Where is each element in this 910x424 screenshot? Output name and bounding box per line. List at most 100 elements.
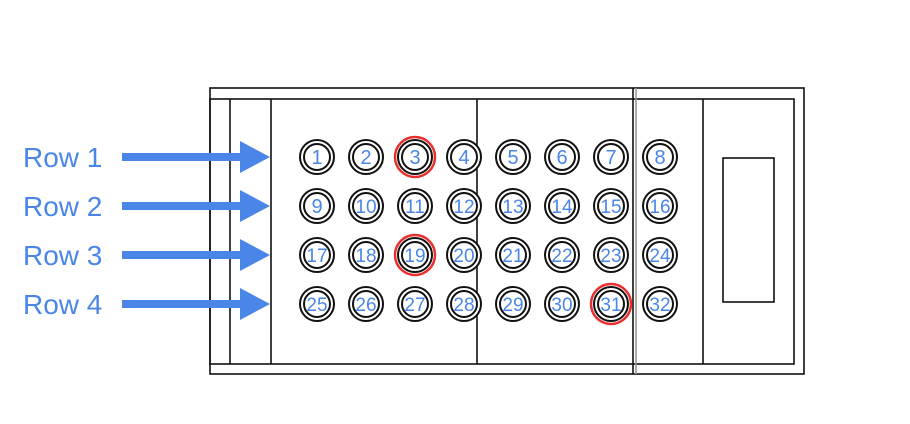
well-28[interactable]: 28 bbox=[446, 286, 482, 322]
well-5[interactable]: 5 bbox=[495, 139, 531, 175]
well-19[interactable]: 19 bbox=[393, 233, 437, 277]
well-number: 26 bbox=[355, 295, 376, 316]
well-7[interactable]: 7 bbox=[593, 139, 629, 175]
well-9[interactable]: 9 bbox=[299, 188, 335, 224]
well-inner-ring bbox=[499, 241, 527, 269]
outer-frame bbox=[209, 87, 805, 375]
arrow-right-icon bbox=[240, 141, 270, 173]
well-number: 29 bbox=[502, 295, 523, 316]
well-number: 30 bbox=[551, 295, 572, 316]
well-16[interactable]: 16 bbox=[642, 188, 678, 224]
well-23[interactable]: 23 bbox=[593, 237, 629, 273]
well-17[interactable]: 17 bbox=[299, 237, 335, 273]
well-number: 5 bbox=[507, 147, 518, 169]
well-number: 12 bbox=[453, 197, 474, 218]
well-6[interactable]: 6 bbox=[544, 139, 580, 175]
well-22[interactable]: 22 bbox=[544, 237, 580, 273]
well-20[interactable]: 20 bbox=[446, 237, 482, 273]
side-window bbox=[722, 157, 775, 303]
row-label: Row 2 bbox=[23, 191, 102, 222]
well-3[interactable]: 3 bbox=[393, 135, 437, 179]
well-number: 17 bbox=[306, 246, 327, 267]
well-inner-ring bbox=[499, 143, 527, 171]
well-14[interactable]: 14 bbox=[544, 188, 580, 224]
well-number: 14 bbox=[551, 197, 573, 218]
well-number: 21 bbox=[502, 246, 523, 267]
well-29[interactable]: 29 bbox=[495, 286, 531, 322]
well-number: 18 bbox=[355, 246, 376, 267]
arrow-shaft bbox=[122, 251, 242, 259]
well-number: 20 bbox=[453, 246, 474, 267]
well-2[interactable]: 2 bbox=[348, 139, 384, 175]
well-31[interactable]: 31 bbox=[589, 282, 633, 326]
well-inner-ring bbox=[597, 192, 625, 220]
well-13[interactable]: 13 bbox=[495, 188, 531, 224]
well-inner-ring bbox=[548, 241, 576, 269]
well-inner-ring bbox=[401, 290, 429, 318]
well-inner-ring bbox=[597, 241, 625, 269]
well-15[interactable]: 15 bbox=[593, 188, 629, 224]
well-inner-ring bbox=[303, 241, 331, 269]
well-number: 23 bbox=[600, 246, 621, 267]
well-30[interactable]: 30 bbox=[544, 286, 580, 322]
inner-frame bbox=[209, 98, 795, 365]
well-number: 11 bbox=[405, 197, 425, 218]
well-1[interactable]: 1 bbox=[299, 139, 335, 175]
well-inner-ring bbox=[450, 143, 478, 171]
well-number: 13 bbox=[502, 197, 523, 218]
well-4[interactable]: 4 bbox=[446, 139, 482, 175]
well-32[interactable]: 32 bbox=[642, 286, 678, 322]
well-inner-ring bbox=[352, 143, 380, 171]
well-18[interactable]: 18 bbox=[348, 237, 384, 273]
housing bbox=[209, 87, 805, 375]
well-inner-ring bbox=[303, 290, 331, 318]
well-inner-ring bbox=[450, 290, 478, 318]
well-number: 1 bbox=[311, 147, 322, 169]
well-inner-ring bbox=[401, 241, 429, 269]
row-1-indicator: Row 1 bbox=[23, 141, 270, 173]
well-number: 31 bbox=[600, 295, 621, 316]
well-number: 25 bbox=[306, 295, 327, 316]
row-2-indicator: Row 2 bbox=[23, 190, 270, 222]
well-inner-ring bbox=[352, 290, 380, 318]
highlight-ring bbox=[393, 135, 437, 179]
well-number: 32 bbox=[649, 295, 670, 316]
well-12[interactable]: 12 bbox=[446, 188, 482, 224]
well-8[interactable]: 8 bbox=[642, 139, 678, 175]
well-11[interactable]: 11 bbox=[397, 188, 433, 224]
well-inner-ring bbox=[450, 192, 478, 220]
well-10[interactable]: 10 bbox=[348, 188, 384, 224]
well-number: 27 bbox=[404, 295, 425, 316]
well-number: 10 bbox=[355, 197, 376, 218]
well-number: 2 bbox=[360, 147, 371, 169]
well-inner-ring bbox=[352, 192, 380, 220]
well-inner-ring bbox=[646, 143, 674, 171]
well-27[interactable]: 27 bbox=[397, 286, 433, 322]
row-label: Row 3 bbox=[23, 240, 102, 271]
highlight-ring bbox=[589, 282, 633, 326]
well-inner-ring bbox=[597, 143, 625, 171]
well-number: 7 bbox=[605, 147, 616, 169]
well-26[interactable]: 26 bbox=[348, 286, 384, 322]
well-21[interactable]: 21 bbox=[495, 237, 531, 273]
well-inner-ring bbox=[548, 192, 576, 220]
well-number: 8 bbox=[654, 147, 665, 169]
highlight-ring bbox=[393, 233, 437, 277]
well-number: 16 bbox=[649, 197, 670, 218]
row-4-indicator: Row 4 bbox=[23, 288, 270, 320]
arrow-right-icon bbox=[240, 190, 270, 222]
well-24[interactable]: 24 bbox=[642, 237, 678, 273]
well-inner-ring bbox=[499, 192, 527, 220]
well-inner-ring bbox=[646, 241, 674, 269]
well-inner-ring bbox=[303, 192, 331, 220]
well-25[interactable]: 25 bbox=[299, 286, 335, 322]
well-inner-ring bbox=[646, 192, 674, 220]
well-number: 4 bbox=[458, 147, 469, 169]
arrow-shaft bbox=[122, 153, 242, 161]
well-inner-ring bbox=[401, 192, 429, 220]
well-number: 15 bbox=[600, 197, 621, 218]
well-number: 28 bbox=[453, 295, 474, 316]
well-inner-ring bbox=[646, 290, 674, 318]
arrow-right-icon bbox=[240, 288, 270, 320]
